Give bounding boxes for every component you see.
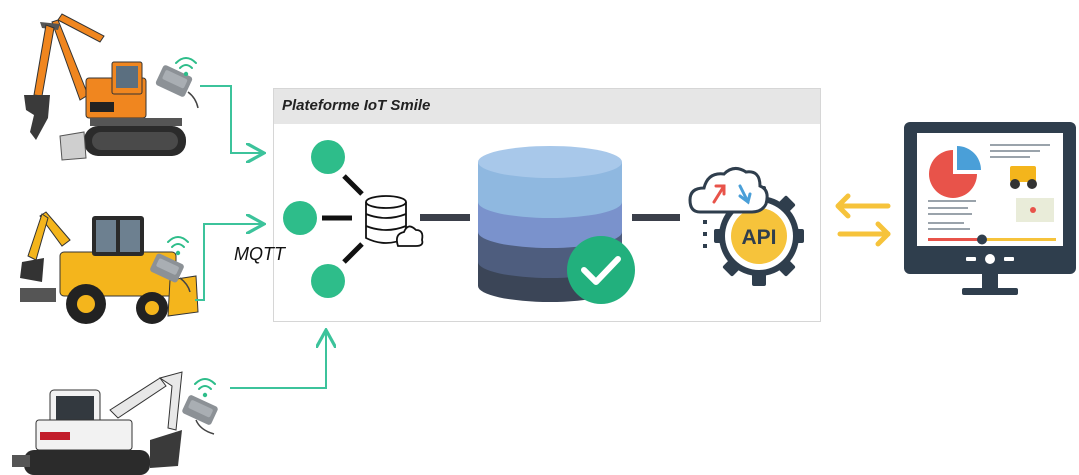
wifi-signal-icon (167, 236, 189, 256)
iot-sensor-icon (150, 253, 191, 293)
platform-title: Plateforme IoT Smile (282, 97, 431, 114)
backhoe-loader-yellow-icon (20, 211, 199, 324)
connector-arrow (230, 332, 326, 389)
api-label: API (741, 226, 776, 249)
connector-arrow (195, 224, 262, 301)
wifi-signal-icon (175, 57, 197, 77)
ellipsis-dots-icon (703, 220, 707, 248)
platform-header: Plateforme IoT Smile (274, 89, 820, 124)
monitor-dashboard-icon (904, 122, 1076, 295)
mqtt-protocol-label: MQTT (234, 244, 285, 264)
connector-bar (420, 214, 470, 221)
wifi-signal-icon (194, 378, 216, 398)
exchange-arrows-icon (835, 193, 891, 247)
excavator-orange-icon (24, 13, 186, 161)
checkmark-icon (567, 236, 635, 304)
mini-excavator-white-icon (12, 371, 183, 475)
iot-sensor-icon (155, 65, 199, 109)
connector-bar (632, 214, 680, 221)
iot-sensor-icon (182, 395, 218, 435)
connector-arrow (200, 85, 262, 153)
api-gear-icon: API (714, 186, 804, 286)
cloud-sync-icon (688, 167, 769, 214)
node-network-icon (283, 140, 364, 298)
cloud-database-icon (365, 195, 424, 247)
